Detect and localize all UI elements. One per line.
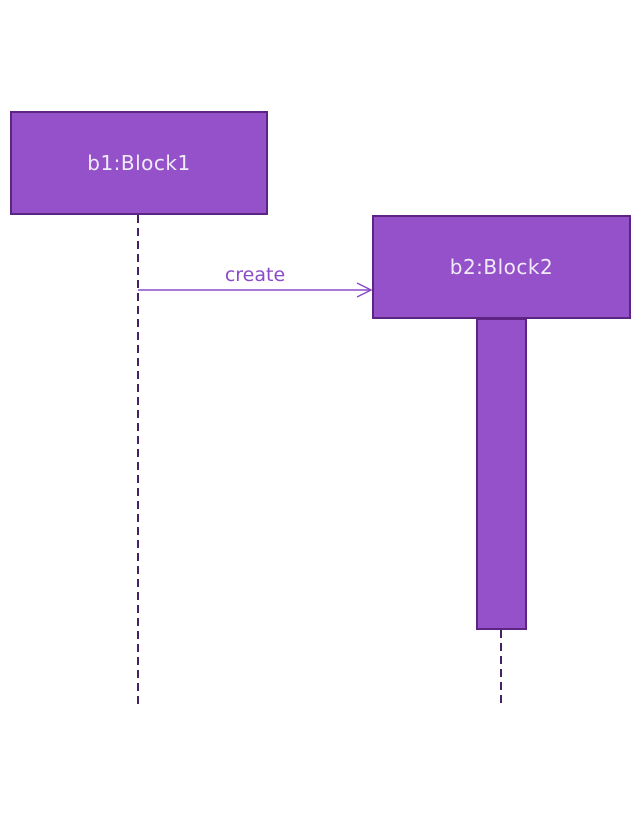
object-block-b1: b1:Block1 <box>10 111 268 215</box>
object-label-b1: b1:Block1 <box>87 151 191 175</box>
lifeline-b2 <box>500 630 502 708</box>
create-message-arrow <box>138 282 373 298</box>
open-arrowhead-icon <box>356 282 373 298</box>
object-block-b2: b2:Block2 <box>372 215 631 319</box>
lifeline-b1 <box>137 215 139 708</box>
activation-bar-b2 <box>476 318 527 630</box>
create-message-label: create <box>224 264 286 286</box>
object-label-b2: b2:Block2 <box>449 255 554 279</box>
